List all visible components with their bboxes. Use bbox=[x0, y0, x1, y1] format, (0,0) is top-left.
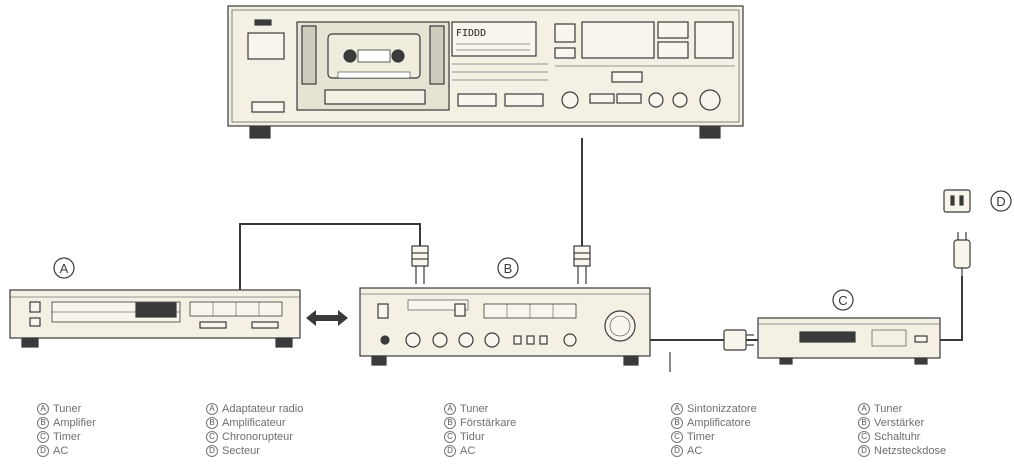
label-c: C bbox=[833, 290, 853, 310]
letter-badge: C bbox=[671, 431, 683, 443]
legend-text: Adaptateur radio bbox=[222, 402, 303, 416]
legend-text: Amplificateur bbox=[222, 416, 286, 430]
svg-text:A: A bbox=[60, 261, 69, 276]
label-a: A bbox=[54, 258, 74, 278]
timer-unit bbox=[758, 318, 940, 364]
legend-text: Secteur bbox=[222, 444, 260, 458]
label-b: B bbox=[498, 258, 518, 278]
legend-item: C Timer bbox=[37, 430, 96, 444]
legend-item: D AC bbox=[671, 444, 757, 458]
legend-item: C Tidur bbox=[444, 430, 516, 444]
letter-badge: D bbox=[858, 445, 870, 457]
letter-badge: A bbox=[671, 403, 683, 415]
amplifier-unit bbox=[360, 288, 650, 365]
letter-badge: B bbox=[671, 417, 683, 429]
legend-text: Amplificatore bbox=[687, 416, 751, 430]
legend-german: A Tuner B Verstärker C Schaltuhr D Netzsteck… bbox=[858, 402, 946, 458]
legend-text: Timer bbox=[53, 430, 81, 444]
legend-english: A Tuner B Amplifier C Timer D AC bbox=[37, 402, 96, 458]
legend-item: C Schaltuhr bbox=[858, 430, 946, 444]
legend-item: B Amplificateur bbox=[206, 416, 303, 430]
cassette-deck: FIDDD bbox=[228, 6, 743, 138]
legend-item: A Tuner bbox=[444, 402, 516, 416]
letter-badge: B bbox=[858, 417, 870, 429]
legend-item: A Adaptateur radio bbox=[206, 402, 303, 416]
double-arrow-icon bbox=[306, 310, 348, 326]
letter-badge: A bbox=[206, 403, 218, 415]
letter-badge: A bbox=[858, 403, 870, 415]
legend-item: D AC bbox=[444, 444, 516, 458]
legend-item: C Chronorupteur bbox=[206, 430, 303, 444]
legend-text: Schaltuhr bbox=[874, 430, 920, 444]
legend-item: B Förstärkare bbox=[444, 416, 516, 430]
rca-plug-tuner bbox=[412, 246, 428, 284]
legend-text: Förstärkare bbox=[460, 416, 516, 430]
svg-text:B: B bbox=[504, 261, 513, 276]
legend-item: D Secteur bbox=[206, 444, 303, 458]
letter-badge: D bbox=[671, 445, 683, 457]
letter-badge: C bbox=[206, 431, 218, 443]
letter-badge: C bbox=[444, 431, 456, 443]
legend-item: D Netzsteckdose bbox=[858, 444, 946, 458]
svg-text:FIDDD: FIDDD bbox=[456, 28, 486, 39]
legend-item: B Amplificatore bbox=[671, 416, 757, 430]
legend-item: A Sintonizzatore bbox=[671, 402, 757, 416]
power-plug-outlet bbox=[954, 232, 970, 276]
letter-badge: D bbox=[37, 445, 49, 457]
legend-item: D AC bbox=[37, 444, 96, 458]
legend-text: Verstärker bbox=[874, 416, 924, 430]
letter-badge: A bbox=[37, 403, 49, 415]
legend-text: Chronorupteur bbox=[222, 430, 293, 444]
legend-text: Amplifier bbox=[53, 416, 96, 430]
legend-text: Netzsteckdose bbox=[874, 444, 946, 458]
legend-text: Tuner bbox=[460, 402, 488, 416]
letter-badge: B bbox=[37, 417, 49, 429]
letter-badge: D bbox=[206, 445, 218, 457]
legend-text: AC bbox=[460, 444, 475, 458]
letter-badge: A bbox=[444, 403, 456, 415]
tuner-unit bbox=[10, 290, 300, 347]
legend-item: C Timer bbox=[671, 430, 757, 444]
legend-text: Timer bbox=[687, 430, 715, 444]
legend-text: Tuner bbox=[53, 402, 81, 416]
rca-plug-deck bbox=[574, 246, 590, 284]
legend-item: B Verstärker bbox=[858, 416, 946, 430]
legend-french: A Adaptateur radio B Amplificateur C Chrono… bbox=[206, 402, 303, 458]
legend-text: Sintonizzatore bbox=[687, 402, 757, 416]
legend-text: Tidur bbox=[460, 430, 485, 444]
letter-badge: B bbox=[444, 417, 456, 429]
legend-text: AC bbox=[687, 444, 702, 458]
svg-text:C: C bbox=[838, 293, 847, 308]
label-d: D bbox=[991, 191, 1011, 211]
letter-badge: C bbox=[858, 431, 870, 443]
legend-item: A Tuner bbox=[37, 402, 96, 416]
svg-text:D: D bbox=[996, 194, 1005, 209]
legend-item: A Tuner bbox=[858, 402, 946, 416]
legend-item: B Amplifier bbox=[37, 416, 96, 430]
legend-text: AC bbox=[53, 444, 68, 458]
ac-outlet bbox=[944, 190, 970, 212]
legend-text: Tuner bbox=[874, 402, 902, 416]
letter-badge: B bbox=[206, 417, 218, 429]
letter-badge: D bbox=[444, 445, 456, 457]
legend-swedish: A Tuner B Förstärkare C Tidur D AC bbox=[444, 402, 516, 458]
letter-badge: C bbox=[37, 431, 49, 443]
